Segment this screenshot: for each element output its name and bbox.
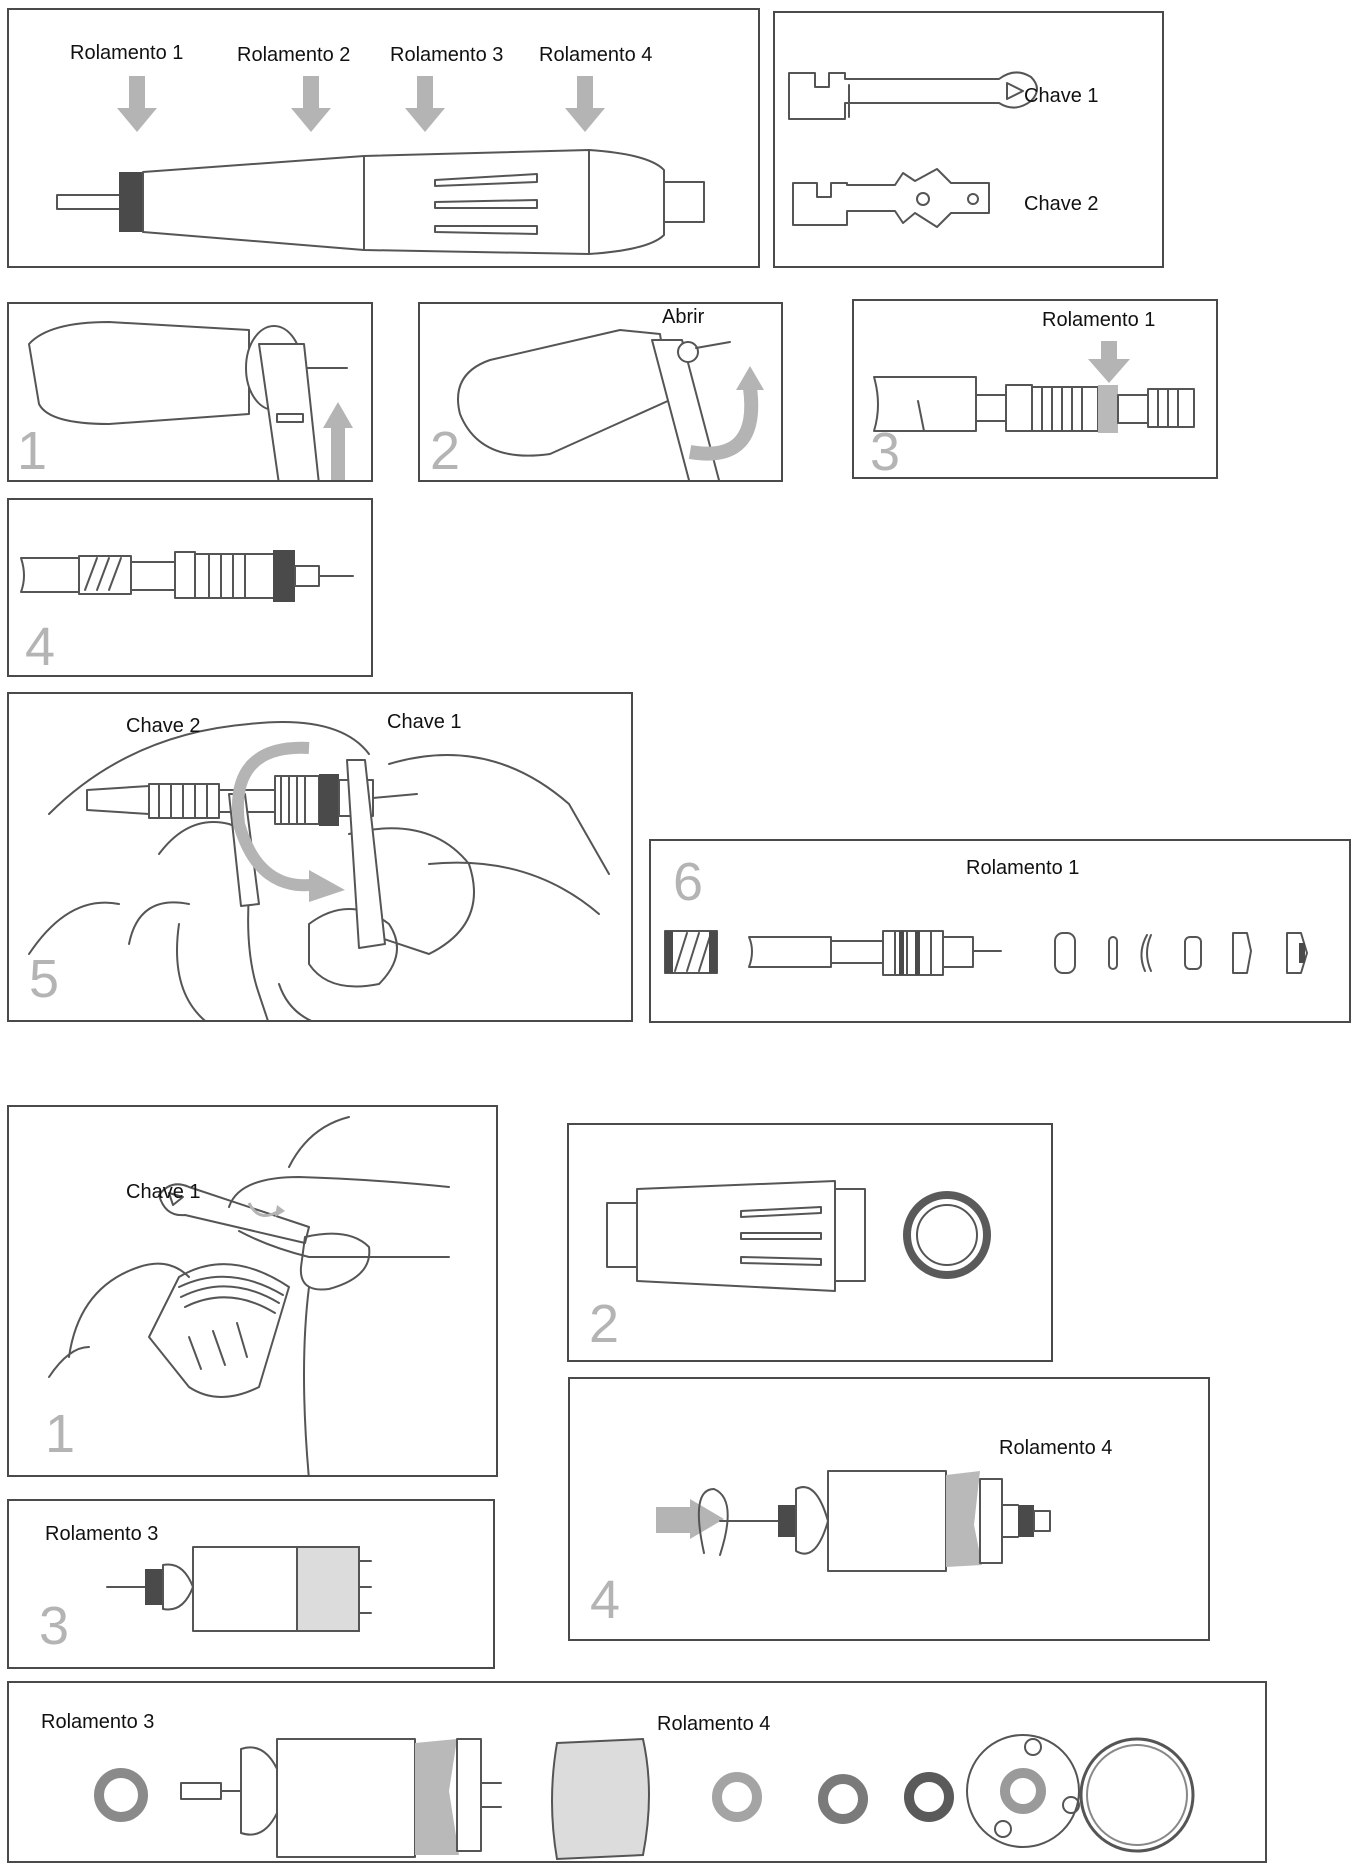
step-number: 5 bbox=[29, 952, 59, 1006]
step-number: 3 bbox=[870, 425, 900, 479]
keys-panel: Chave 1 Chave 2 bbox=[773, 11, 1164, 268]
key-1-label: Chave 1 bbox=[126, 1181, 201, 1204]
rear-step-2-panel: 2 bbox=[567, 1123, 1053, 1362]
step-number: 3 bbox=[39, 1599, 69, 1653]
step-label: Abrir bbox=[658, 306, 708, 329]
step-number: 1 bbox=[17, 424, 47, 478]
key-1-label: Chave 1 bbox=[387, 711, 462, 734]
bearing-arrow-4 bbox=[565, 76, 605, 132]
bearing-3-label: Rolamento 3 bbox=[41, 1711, 154, 1734]
bearing-label-3: Rolamento 3 bbox=[390, 44, 503, 67]
step-label: Rolamento 1 bbox=[1042, 309, 1155, 332]
step-number: 4 bbox=[25, 620, 55, 674]
bearing-arrow-2 bbox=[291, 76, 331, 132]
rear-step-3-panel: Rolamento 3 3 bbox=[7, 1499, 495, 1669]
front-step-4-drawing bbox=[9, 500, 373, 677]
rear-exploded-drawing bbox=[9, 1683, 1267, 1863]
front-step-5-drawing bbox=[9, 694, 633, 1022]
key-1-label: Chave 1 bbox=[1024, 85, 1099, 108]
bearing-4-label: Rolamento 4 bbox=[657, 1713, 770, 1736]
rear-step-4-drawing bbox=[570, 1379, 1210, 1641]
front-step-4-panel: 4 bbox=[7, 498, 373, 677]
step-number: 6 bbox=[673, 855, 703, 909]
overview-panel: Rolamento 1 Rolamento 2 Rolamento 3 Rola… bbox=[7, 8, 760, 268]
step-number: 1 bbox=[45, 1407, 75, 1461]
bearing-label-1: Rolamento 1 bbox=[70, 42, 183, 65]
bearing-label-2: Rolamento 2 bbox=[237, 44, 350, 67]
front-step-2-drawing bbox=[420, 304, 783, 482]
key-1-icon bbox=[789, 72, 1037, 119]
step-label: Rolamento 1 bbox=[966, 857, 1079, 880]
rear-step-1-drawing bbox=[9, 1107, 498, 1477]
bearing-label-4: Rolamento 4 bbox=[539, 44, 652, 67]
step-number: 2 bbox=[430, 424, 460, 478]
front-step-1-drawing bbox=[9, 304, 373, 482]
bearing-arrow-1 bbox=[117, 76, 157, 132]
up-arrow-icon bbox=[323, 402, 353, 480]
front-step-6-panel: 6 Rolamento 1 bbox=[649, 839, 1351, 1023]
step-number: 4 bbox=[590, 1573, 620, 1627]
front-step-3-panel: Rolamento 1 3 bbox=[852, 299, 1218, 479]
bearing-arrow-3 bbox=[405, 76, 445, 132]
step-number: 2 bbox=[589, 1297, 619, 1351]
key-2-icon bbox=[793, 169, 989, 227]
key-2-label: Chave 2 bbox=[126, 715, 201, 738]
front-step-2-panel: Abrir 2 bbox=[418, 302, 783, 482]
rear-step-2-drawing bbox=[569, 1125, 1053, 1362]
front-step-3-drawing bbox=[854, 301, 1218, 479]
key-2-label: Chave 2 bbox=[1024, 193, 1099, 216]
rear-step-4-panel: Rolamento 4 4 bbox=[568, 1377, 1210, 1641]
bearing-3-label: Rolamento 3 bbox=[45, 1523, 158, 1546]
front-step-1-panel: 1 bbox=[7, 302, 373, 482]
rear-exploded-panel: Rolamento 3 Rolamento 4 bbox=[7, 1681, 1267, 1863]
bearing-4-label: Rolamento 4 bbox=[999, 1437, 1112, 1460]
bearing-arrow bbox=[1088, 341, 1130, 383]
rear-step-1-panel: Chave 1 1 bbox=[7, 1105, 498, 1477]
front-step-5-panel: Chave 2 Chave 1 5 bbox=[7, 692, 633, 1022]
keys-drawing bbox=[775, 13, 1164, 268]
